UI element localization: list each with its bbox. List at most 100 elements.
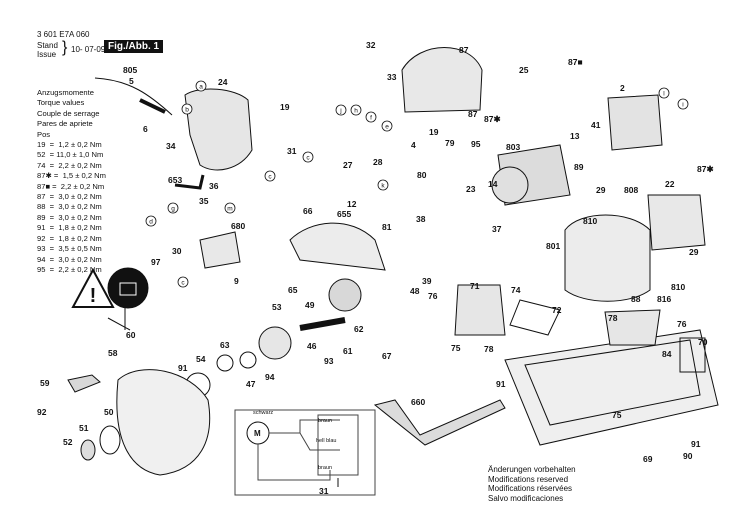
callout-k: k — [381, 183, 385, 190]
part-22: 22 — [665, 179, 675, 189]
part-35: 35 — [199, 196, 209, 206]
part-62: 62 — [354, 324, 364, 334]
torque-row: 91 = 1,8 ± 0,2 Nm — [37, 223, 102, 233]
torque-row: 74 = 2,2 ± 0,2 Nm — [37, 160, 102, 170]
part-50: 50 — [104, 407, 114, 417]
torque-row: 92 = 1,8 ± 0,2 Nm — [37, 233, 102, 243]
part-72: 72 — [552, 305, 562, 315]
wire-label-brown-2: braun — [318, 465, 333, 471]
part-38: 38 — [416, 214, 426, 224]
warning-symbol — [71, 267, 115, 308]
callout-j: j — [339, 108, 341, 115]
part-70: 70 — [698, 337, 708, 347]
torque-row: 93 = 3,5 ± 0,5 Nm — [37, 244, 102, 254]
part-49: 49 — [305, 300, 315, 310]
callout-d: d — [149, 219, 153, 226]
part-803: 803 — [506, 142, 521, 152]
part-4: 4 — [411, 140, 416, 150]
part-48: 48 — [410, 286, 420, 296]
flange — [258, 326, 292, 360]
part-6: 6 — [143, 124, 148, 134]
part-51: 51 — [79, 423, 89, 433]
part-59: 59 — [40, 378, 50, 388]
part-660: 660 — [411, 397, 426, 407]
torque-row: 87 = 3,0 ± 0,2 Nm — [37, 192, 102, 202]
part-78b: 78 — [484, 344, 494, 354]
torque-title-pos: Pos — [37, 129, 51, 139]
part-33: 33 — [387, 72, 397, 82]
torque-row: 87■ = 2,2 ± 0,2 Nm — [37, 181, 105, 191]
part-63: 63 — [220, 340, 230, 350]
part-87b: 87 — [459, 45, 469, 55]
part-87-star: 87✱ — [484, 114, 501, 124]
part-28: 28 — [373, 157, 383, 167]
part-80: 80 — [417, 170, 427, 180]
callout-c: c — [306, 155, 310, 162]
upper-blade-guard — [289, 222, 386, 271]
part-53: 53 — [272, 302, 282, 312]
part-87-square: 87■ — [568, 57, 583, 67]
part-92: 92 — [37, 407, 47, 417]
note-en: Modifications reserved — [488, 474, 569, 484]
callout-m: m — [227, 206, 232, 213]
part-60: 60 — [126, 330, 136, 340]
part-805: 805 — [123, 65, 138, 75]
callout-e: e — [385, 124, 389, 131]
brace: } — [62, 39, 68, 56]
part-5: 5 — [129, 76, 134, 86]
callout-h: h — [354, 108, 358, 115]
wire-label-lightblue: hell blau — [316, 438, 337, 444]
issue-label: Issue — [37, 50, 57, 59]
document-number: 3 601 E7A 060 — [37, 30, 90, 39]
part-46: 46 — [307, 341, 317, 351]
part-91b: 91 — [496, 379, 506, 389]
part-84: 84 — [662, 349, 672, 359]
part-816: 816 — [657, 294, 672, 304]
part-97: 97 — [151, 257, 161, 267]
wire-label-brown: braun — [318, 418, 333, 424]
part-12: 12 — [347, 199, 357, 209]
part-29: 29 — [596, 185, 606, 195]
torque-table: Anzugsmomente Torque values Couple de se… — [37, 88, 106, 275]
gear — [328, 278, 362, 312]
part-24: 24 — [218, 77, 228, 87]
callout-f: f — [370, 115, 372, 122]
part-91c: 91 — [691, 439, 701, 449]
part-61: 61 — [343, 346, 353, 356]
power-cable — [94, 77, 173, 116]
part-54: 54 — [196, 354, 206, 364]
stand-label: Stand — [37, 41, 58, 50]
note-es: Salvo modificaciones — [488, 493, 564, 503]
part-93: 93 — [324, 356, 334, 366]
part-655: 655 — [337, 209, 352, 219]
part-75a: 75 — [451, 343, 461, 353]
torque-row: 94 = 3,0 ± 0,2 Nm — [37, 254, 102, 264]
part-88: 88 — [631, 294, 641, 304]
top-housing — [401, 47, 483, 113]
base-plate — [504, 329, 719, 446]
part-66: 66 — [303, 206, 313, 216]
callout-c2: c — [268, 174, 272, 181]
part-19b: 19 — [429, 127, 439, 137]
part-75b: 75 — [612, 410, 622, 420]
part-19a: 19 — [280, 102, 290, 112]
note-de: Änderungen vorbehalten — [488, 465, 576, 474]
callout-i: i — [682, 102, 683, 109]
part-31b: 31 — [319, 486, 329, 496]
handle-housing — [184, 88, 253, 171]
lower-blade-guard — [116, 369, 211, 476]
part-94: 94 — [265, 372, 275, 382]
modification-notes: Änderungen vorbehalten Modifications res… — [488, 465, 576, 503]
part-810b: 810 — [671, 282, 686, 292]
torque-title-fr: Couple de serrage — [37, 108, 100, 118]
torque-title-es: Pares de apriete — [37, 119, 93, 129]
rear-housing — [647, 194, 706, 251]
note-fr: Modifications réservées — [488, 484, 573, 493]
motor-letter: M — [254, 429, 261, 438]
part-810a: 810 — [583, 216, 598, 226]
part-9: 9 — [234, 276, 239, 286]
bevel-bracket — [454, 284, 506, 336]
part-25: 25 — [519, 65, 529, 75]
torque-row: 95 = 2,2 ± 0,2 Nm — [37, 264, 102, 274]
